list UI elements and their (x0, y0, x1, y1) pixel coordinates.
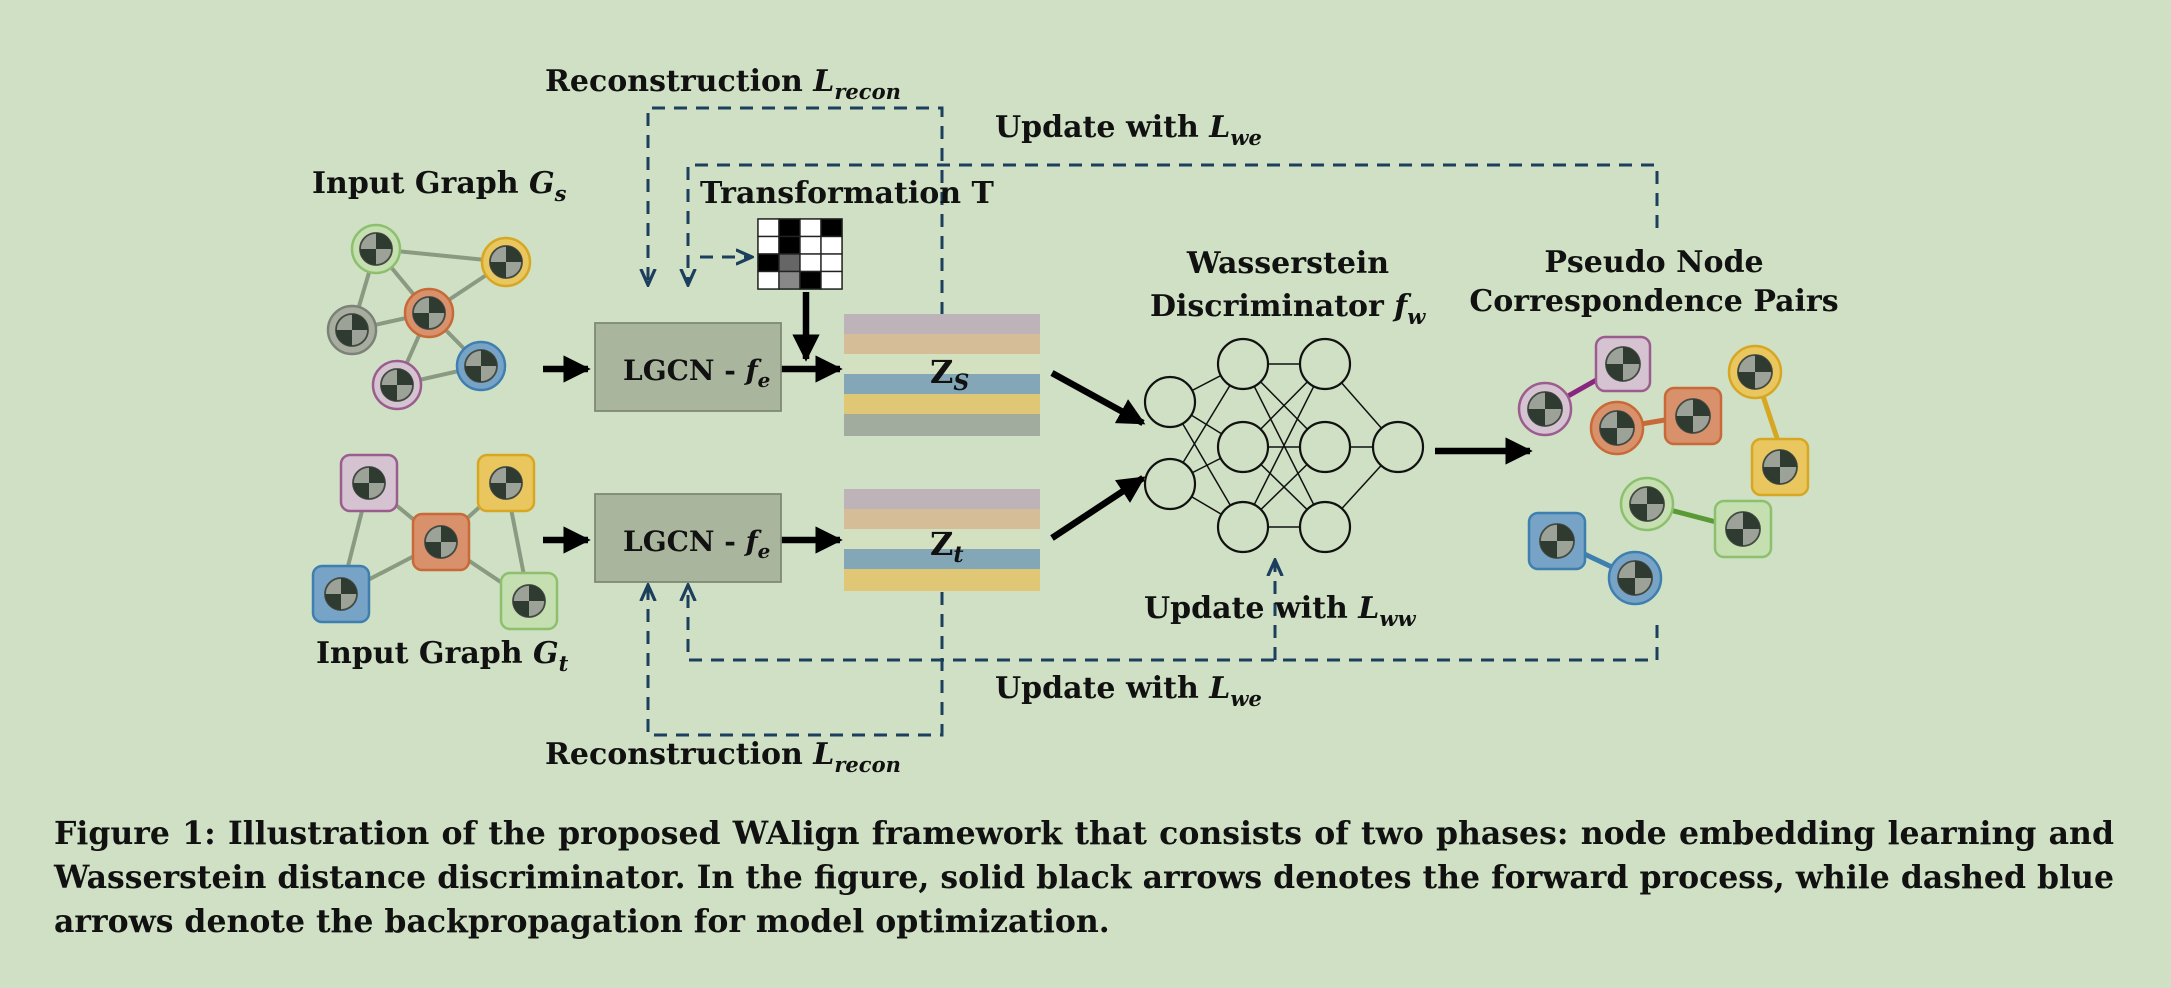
lgcn-encoder-box-top (594, 322, 782, 412)
embedding-stack-target (844, 489, 1040, 591)
input-graph-s-label: Input Graph Gs (312, 166, 567, 206)
forward-arrows (543, 292, 1533, 554)
input-graph-source (326, 223, 532, 411)
graph-node-icon (1619, 476, 1675, 532)
graph-node-icon (1517, 381, 1573, 437)
lgcn-encoder-box-bottom (594, 493, 782, 583)
wasserstein-discriminator-network (1143, 337, 1425, 554)
graph-node-icon (476, 453, 536, 513)
graph-node-icon (1663, 386, 1723, 446)
pairs-label-line2: Correspondence Pairs (1469, 284, 1838, 319)
pairs-label-line1: Pseudo Node (1544, 245, 1763, 280)
graph-node-icon (499, 571, 559, 631)
graph-node-icon (1713, 499, 1773, 559)
reconstruction-loop-bottom (648, 585, 944, 737)
update-we-label-top: Update with Lwe (995, 110, 1262, 150)
graph-node-icon (371, 359, 423, 411)
network-neurons (1143, 337, 1425, 554)
lgcn-label-top: LGCN - fe (623, 354, 770, 392)
walign-framework-diagram: Reconstruction Lrecon Update with Lwe In… (311, 64, 1839, 777)
update-we-path-top (688, 163, 1659, 285)
graph-node-icon (350, 223, 402, 275)
zs-label: ZS (930, 353, 969, 396)
graph-node-icon (311, 564, 371, 624)
graph-node-icon (411, 512, 471, 572)
transformation-matrix-icon (757, 218, 843, 290)
figure-caption: Figure 1: Illustration of the proposed W… (54, 815, 2114, 940)
graph-node-icon (1527, 511, 1587, 571)
network-edges (1169, 363, 1399, 528)
update-ww-label: Update with Lww (1144, 591, 1416, 631)
reconstruction-loop-top (648, 106, 944, 315)
lgcn-label-bottom: LGCN - fe (623, 525, 770, 563)
graph-node-icon (1589, 400, 1645, 456)
correspondence-pairs (1517, 335, 1810, 606)
graph-node-icon (403, 287, 455, 339)
graph-node-icon (1607, 550, 1663, 606)
discriminator-label-line1: Wasserstein (1186, 246, 1389, 281)
graph-node-icon (1594, 335, 1652, 393)
graph-node-icon (480, 236, 532, 288)
input-graph-target (311, 453, 559, 631)
update-we-path-bottom (688, 585, 1659, 662)
embedding-stack-source (844, 314, 1040, 436)
discriminator-label-line2: Discriminator fw (1150, 289, 1426, 329)
graph-node-icon (455, 340, 507, 392)
update-we-label-bottom: Update with Lwe (995, 671, 1262, 711)
reconstruction-label-bottom: Reconstruction Lrecon (545, 737, 901, 777)
graph-node-icon (1750, 437, 1810, 497)
graph-node-icon (326, 304, 378, 356)
graph-node-icon (339, 453, 399, 513)
zt-label: Zt (930, 525, 964, 568)
reconstruction-label-top: Reconstruction Lrecon (545, 64, 901, 104)
graph-node-icon (1727, 344, 1783, 400)
transformation-label: Transformation T (700, 176, 995, 211)
backprop-dashed-paths (648, 106, 1659, 737)
input-graph-t-label: Input Graph Gt (316, 636, 569, 676)
